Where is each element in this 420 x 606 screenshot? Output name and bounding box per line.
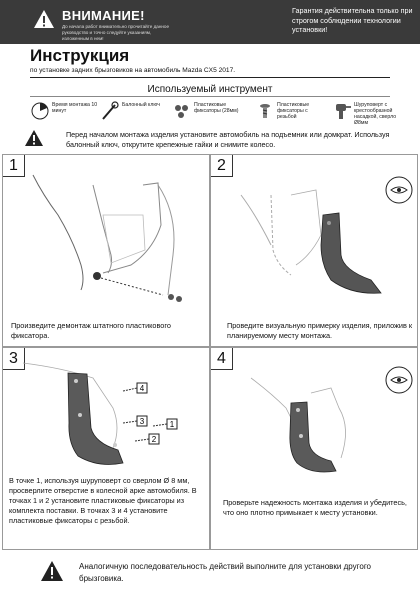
step-number: 1 xyxy=(3,155,25,177)
step-text: Проверьте надежность монтажа изделия и у… xyxy=(223,498,407,517)
footer-text: Аналогичную последовательность действий … xyxy=(79,562,372,583)
tool-label: Пластиковые фиксаторы с резьбой xyxy=(277,102,310,120)
page-title: Инструкция xyxy=(30,46,130,65)
step-1-panel: 1 Произведите демонтаж штатного пластико… xyxy=(2,154,210,347)
step-number: 3 xyxy=(3,348,25,370)
page-subtitle: по установке задних брызговиков на автом… xyxy=(30,67,236,74)
threaded-clips-icon xyxy=(260,104,270,118)
tool-label: Пластиковые фиксаторы (28мм) xyxy=(194,102,239,114)
step-text: Проведите визуальную примерку изделия, п… xyxy=(227,321,413,340)
screwdriver-icon xyxy=(336,104,351,119)
step-3-panel: 3 4 3 1 2 В точке 1, используя шуруповер… xyxy=(2,347,210,550)
title-divider xyxy=(30,77,390,78)
intro-text: Перед началом монтажа изделия установите… xyxy=(66,130,390,149)
callout-label: 4 xyxy=(140,384,145,393)
tool-label: Балонный ключ xyxy=(122,102,160,108)
warning-icon xyxy=(25,130,43,146)
step-3-illustration: 4 3 1 2 xyxy=(22,362,178,465)
tools-divider xyxy=(30,96,390,97)
tool-label: Шуруповерт с крестообразной насадкой, св… xyxy=(354,102,397,126)
warning-title: ВНИМАНИЕ! xyxy=(62,8,145,23)
warning-subtitle: До начала работ внимательно прочитайте д… xyxy=(62,24,170,41)
step-number: 4 xyxy=(211,348,233,370)
plastic-clips-icon xyxy=(175,105,188,118)
step-4-illustration xyxy=(250,366,413,473)
step-2-panel: 2 Проведите визуальную примерку изделия,… xyxy=(210,154,418,347)
clock-icon xyxy=(31,102,49,120)
step-text: Произведите демонтаж штатного пластиково… xyxy=(11,321,171,340)
warranty-note: Гарантия действительна только при строго… xyxy=(292,6,413,34)
callout-label: 2 xyxy=(152,435,157,444)
step-number: 2 xyxy=(211,155,233,177)
callout-label: 3 xyxy=(140,417,145,426)
callout-label: 1 xyxy=(170,420,175,429)
warning-icon xyxy=(41,561,63,581)
step-4-panel: 4 Проверьте надежность монтажа изделия и… xyxy=(210,347,418,550)
step-2-illustration xyxy=(240,176,413,294)
warning-icon xyxy=(34,10,54,28)
warning-header: ВНИМАНИЕ! До начала работ внимательно пр… xyxy=(0,0,420,44)
wrench-icon xyxy=(102,101,119,120)
step-1-illustration xyxy=(32,174,182,302)
tools-title: Используемый инструмент xyxy=(147,84,273,95)
tool-label: Время монтажа 10 минут xyxy=(52,102,98,114)
step-text: В точке 1, используя шуруповерт со сверл… xyxy=(9,476,197,525)
